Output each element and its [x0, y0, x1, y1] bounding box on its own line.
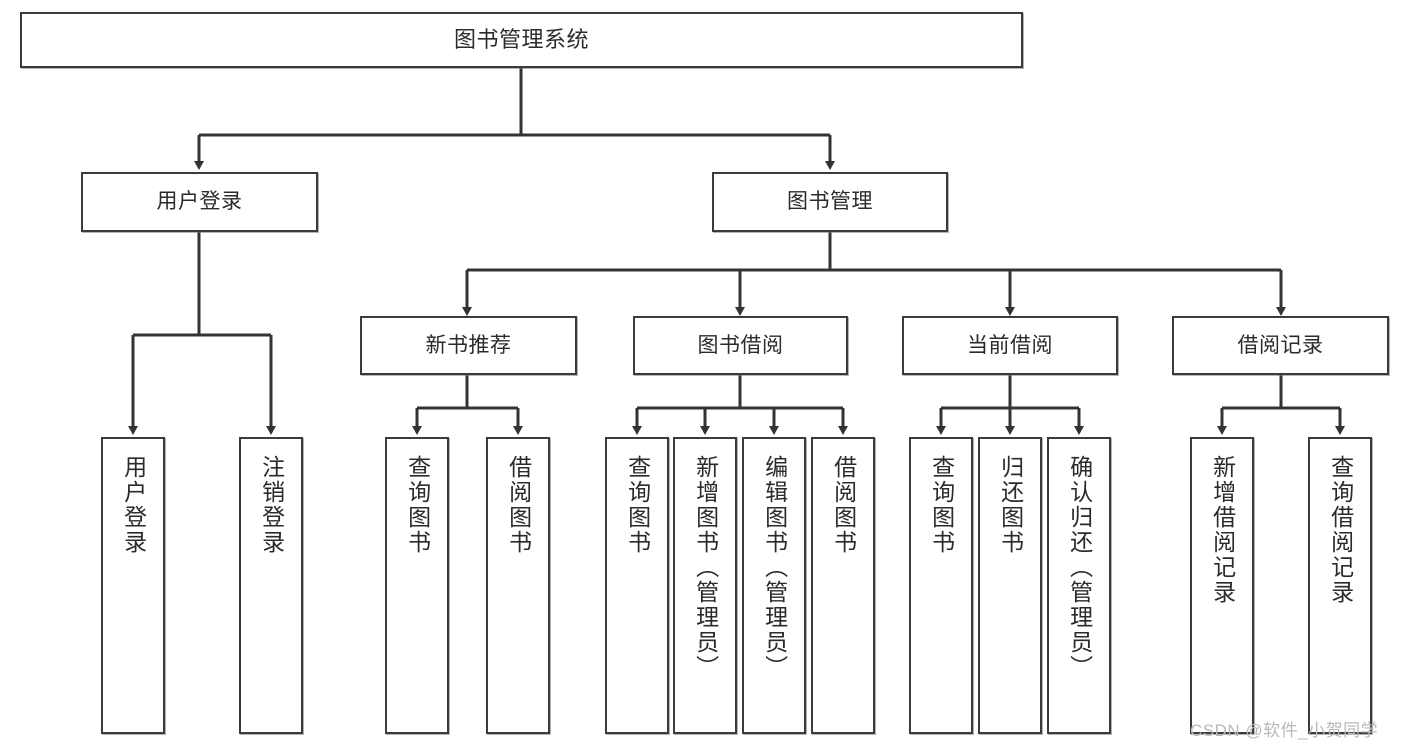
node-label: 新增借阅记录 — [1209, 455, 1236, 605]
node-label: 新书推荐 — [425, 333, 512, 357]
leaf-borrow-borrow-book[interactable]: 借阅图书 — [811, 437, 875, 734]
leaf-recommend-query-book[interactable]: 查询图书 — [385, 437, 449, 734]
leaf-borrow-edit-book[interactable]: 编辑图书（管理员） — [742, 437, 806, 734]
node-label: 查询图书 — [404, 455, 431, 555]
node-borrow-record[interactable]: 借阅记录 — [1172, 316, 1389, 375]
node-root-system[interactable]: 图书管理系统 — [20, 12, 1023, 68]
leaf-user-login-signout[interactable]: 注销登录 — [239, 437, 303, 734]
leaf-borrow-query-book[interactable]: 查询图书 — [605, 437, 669, 734]
node-label: 借阅图书 — [830, 455, 857, 555]
leaf-borrow-add-book[interactable]: 新增图书（管理员） — [673, 437, 737, 734]
node-label: 用户登录 — [120, 455, 147, 555]
node-label: 借阅记录 — [1237, 333, 1324, 357]
leaf-user-login-signin[interactable]: 用户登录 — [101, 437, 165, 734]
node-label: 图书管理系统 — [453, 26, 589, 52]
leaf-current-return-book[interactable]: 归还图书 — [978, 437, 1042, 734]
node-label: 用户登录 — [156, 190, 243, 214]
node-label: 图书管理 — [787, 190, 873, 214]
node-user-login[interactable]: 用户登录 — [81, 172, 318, 232]
leaf-current-query-book[interactable]: 查询图书 — [909, 437, 973, 734]
leaf-record-query-record[interactable]: 查询借阅记录 — [1308, 437, 1372, 734]
leaf-record-add-record[interactable]: 新增借阅记录 — [1190, 437, 1254, 734]
node-label: 查询图书 — [624, 455, 651, 555]
leaf-current-confirm-return[interactable]: 确认归还（管理员） — [1047, 437, 1111, 734]
node-book-borrow[interactable]: 图书借阅 — [633, 316, 848, 375]
node-label: 借阅图书 — [505, 455, 532, 555]
node-label: 新增图书（管理员） — [692, 455, 719, 680]
node-label: 查询图书 — [928, 455, 955, 555]
node-label: 图书借阅 — [697, 333, 784, 357]
node-label: 注销登录 — [258, 455, 285, 555]
leaf-recommend-borrow-book[interactable]: 借阅图书 — [486, 437, 550, 734]
node-new-book-recommend[interactable]: 新书推荐 — [360, 316, 577, 375]
watermark-text: CSDN @软件_小贺同学 — [1190, 721, 1379, 740]
node-label: 编辑图书（管理员） — [761, 455, 788, 680]
node-label: 查询借阅记录 — [1327, 455, 1354, 605]
node-current-borrow[interactable]: 当前借阅 — [902, 316, 1118, 375]
node-label: 当前借阅 — [967, 333, 1053, 357]
node-label: 归还图书 — [997, 455, 1024, 555]
node-label: 确认归还（管理员） — [1066, 455, 1093, 680]
node-book-management[interactable]: 图书管理 — [712, 172, 948, 232]
